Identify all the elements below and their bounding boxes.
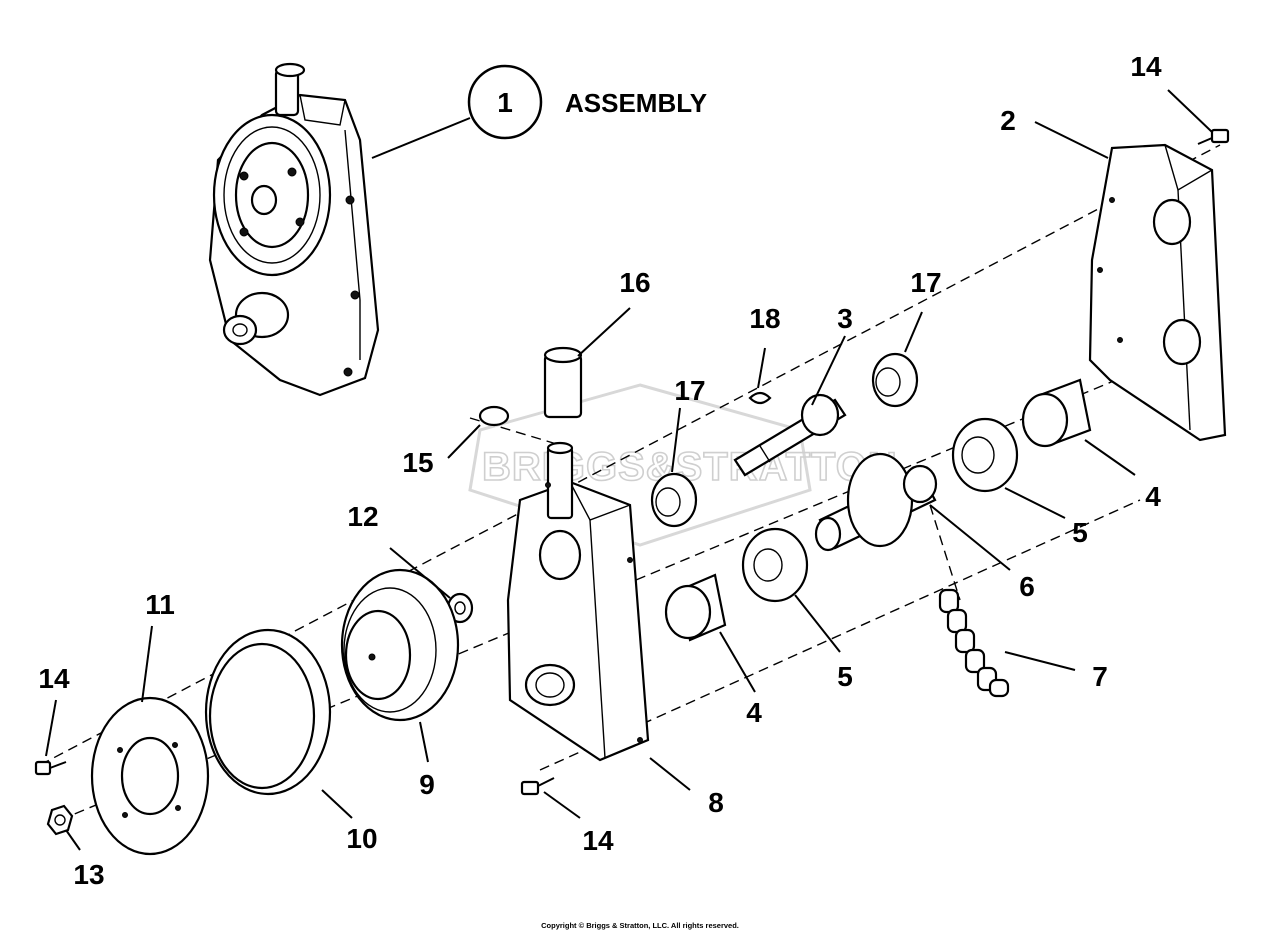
chain <box>938 588 1010 698</box>
left-housing-plate <box>506 441 650 762</box>
grommet-right <box>871 352 919 408</box>
callout-11: 11 <box>145 589 175 620</box>
callout-18: 18 <box>749 303 780 334</box>
callout-3: 3 <box>837 303 853 334</box>
callout-numbers: 2 3 4 4 5 5 6 7 8 9 10 11 12 13 14 14 14… <box>38 51 1162 890</box>
callout-10: 10 <box>346 823 377 854</box>
pulley-cover <box>90 696 210 856</box>
bushing-right <box>1021 378 1092 448</box>
right-housing-plate <box>1088 143 1227 442</box>
assembly-label: ASSEMBLY <box>565 88 707 118</box>
callout-14-left: 14 <box>38 663 70 694</box>
callout-4-right: 4 <box>1145 481 1161 512</box>
belt <box>204 628 332 796</box>
bushing-left <box>664 573 727 642</box>
bearing-left <box>741 527 809 603</box>
key <box>748 391 772 405</box>
bolt-top-right <box>1197 128 1230 145</box>
callout-17-right: 17 <box>910 267 941 298</box>
sprocket-shaft <box>814 452 938 552</box>
callout-17-left: 17 <box>674 375 705 406</box>
pulley <box>340 568 460 722</box>
grommet-left <box>650 472 698 528</box>
callout-12: 12 <box>347 501 378 532</box>
tube <box>543 346 583 419</box>
callout-14-top: 14 <box>1130 51 1162 82</box>
input-shaft <box>733 393 847 477</box>
retaining-ring <box>478 405 510 427</box>
callout-6: 6 <box>1019 571 1035 602</box>
leader-lines <box>45 89 1213 851</box>
bolt-bottom <box>520 777 555 796</box>
assembly-number-circle <box>467 64 543 140</box>
callout-5-left: 5 <box>837 661 853 692</box>
callout-4-left: 4 <box>746 697 762 728</box>
callout-8: 8 <box>708 787 724 818</box>
callout-5-right: 5 <box>1072 517 1088 548</box>
callout-16: 16 <box>619 267 650 298</box>
callout-2: 2 <box>1000 105 1016 136</box>
gearcase-assembly-drawing <box>208 62 380 397</box>
assembly-leader <box>371 117 471 159</box>
assembly-number: 1 <box>497 87 513 118</box>
callout-15: 15 <box>402 447 433 478</box>
bolt-left <box>34 760 67 776</box>
bearing-right <box>951 417 1019 493</box>
callout-7: 7 <box>1092 661 1108 692</box>
callout-14-bottom: 14 <box>582 825 614 856</box>
hex-nut <box>46 804 74 836</box>
callout-9: 9 <box>419 769 435 800</box>
callout-13: 13 <box>73 859 104 890</box>
copyright-notice: Copyright © Briggs & Stratton, LLC. All … <box>541 921 739 930</box>
